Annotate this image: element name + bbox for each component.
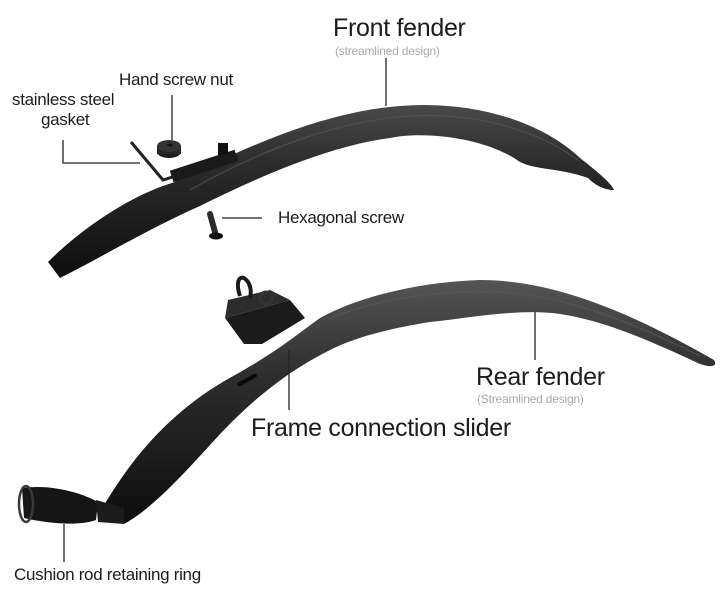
rear-fender-ridge [329,291,701,357]
front-fender-subtitle: (streamlined design) [335,44,440,58]
front-fender [48,104,614,278]
rear-fender-body [100,280,716,524]
front-fender-label: Front fender [333,14,466,42]
hexagonal-screw-part [207,211,223,240]
front-mount-bracket [169,149,239,183]
rear-fender-subtitle: (Streamlined design) [477,392,584,406]
hexagonal-screw-label: Hexagonal screw [278,208,404,227]
rear-fender [100,280,716,524]
front-fender-body [48,104,614,278]
leader-lines [62,58,536,562]
frame-connection-slider-part [225,275,305,344]
rear-fender-label: Rear fender [476,363,605,391]
front-fender-ridge [189,114,579,191]
bracket-tab [218,143,228,155]
rear-slot [237,373,257,387]
leader-gasket [62,140,140,164]
gasket-label-line2: gasket [41,110,90,129]
cushion-rod-ring-part [17,484,124,524]
cushion-ring-label: Cushion rod retaining ring [14,565,201,584]
frame-slider-label: Frame connection slider [251,414,511,442]
gasket-label-line1: stainless steel [12,90,115,109]
hand-screw-nut-part [157,140,181,158]
hand-screw-nut-label: Hand screw nut [119,70,233,89]
